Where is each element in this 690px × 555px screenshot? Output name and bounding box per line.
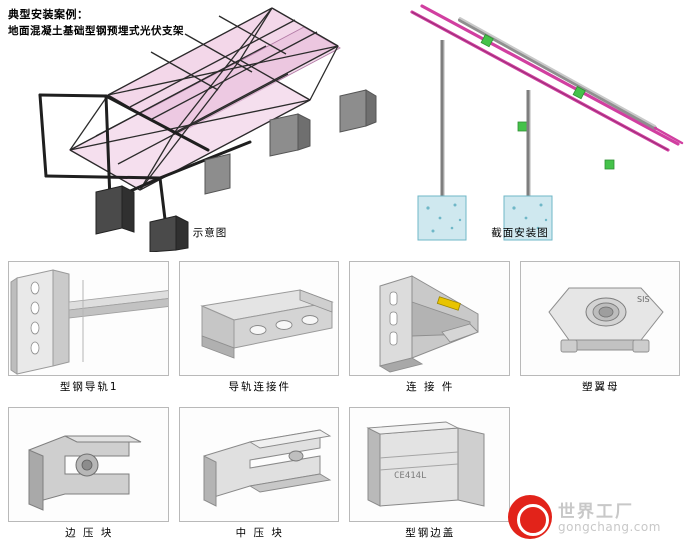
page-title-line1: 典型安装案例： <box>8 8 89 21</box>
product-cell-end-clamp: 边 压 块 <box>4 405 175 551</box>
product-image-wing-nut: SIS <box>519 261 680 376</box>
product-cell-connector: 连 接 件 <box>345 259 516 405</box>
product-cell-end-cap: CE414L 型钢边盖 <box>345 405 516 551</box>
top-illustration-area: 示意图 <box>0 0 690 252</box>
page-title-line2: 地面混凝土基础型钢预埋式光伏支架 <box>8 25 184 37</box>
product-cell-wing-nut: SIS 塑翼母 <box>516 259 687 405</box>
product-label-end-clamp: 边 压 块 <box>65 527 114 539</box>
product-cell-rail1: 型钢导轨1 <box>4 259 175 405</box>
product-label-wing-nut: 塑翼母 <box>582 381 620 393</box>
caption-schematic: 示意图 <box>192 227 228 239</box>
product-image-end-cap: CE414L <box>349 407 510 522</box>
watermark: 世界工厂 gongchang.com <box>508 495 678 541</box>
product-image-connector <box>349 261 510 376</box>
wing-nut-mark: SIS <box>637 295 650 304</box>
product-cell-mid-clamp: 中 压 块 <box>175 405 346 551</box>
watermark-name-cn: 世界工厂 <box>558 502 634 522</box>
product-label-rail1: 型钢导轨1 <box>59 381 119 393</box>
product-label-end-cap: 型钢边盖 <box>405 527 456 539</box>
product-grid: 型钢导轨1 导轨连接件 <box>4 259 686 551</box>
product-image-end-clamp <box>8 407 169 522</box>
page-title: 典型安装案例： 地面混凝土基础型钢预埋式光伏支架 <box>8 6 238 40</box>
end-cap-mark: CE414L <box>394 471 427 481</box>
watermark-name-en: gongchang.com <box>558 520 661 534</box>
product-cell-rail-connector: 导轨连接件 <box>175 259 346 405</box>
caption-section-install: 截面安装图 <box>491 227 549 239</box>
watermark-logo-icon <box>508 495 552 539</box>
pv-array-3d-diagram <box>38 7 377 252</box>
product-image-mid-clamp <box>178 407 339 522</box>
product-image-rail1 <box>8 261 169 376</box>
product-label-mid-clamp: 中 压 块 <box>235 527 284 539</box>
product-image-rail-connector <box>178 261 339 376</box>
section-install-diagram <box>410 4 684 241</box>
product-label-rail-connector: 导轨连接件 <box>228 381 291 393</box>
product-label-connector: 连 接 件 <box>406 381 455 393</box>
